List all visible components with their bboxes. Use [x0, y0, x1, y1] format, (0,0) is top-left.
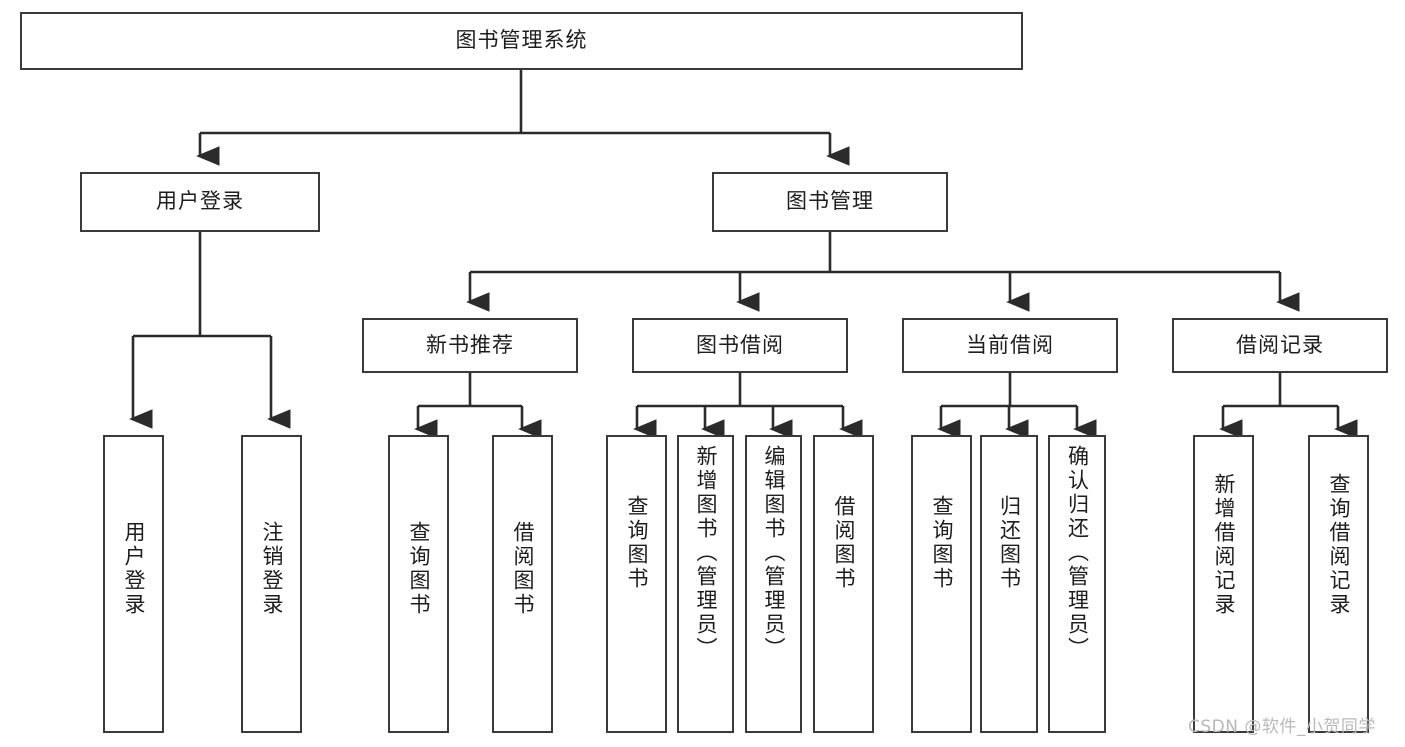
node-user-login[interactable]: 用户登录: [80, 172, 320, 232]
node-label: 查询图书: [930, 495, 954, 591]
node-label: 图书管理: [786, 189, 874, 214]
node-label: 确认归还（管理员）: [1065, 445, 1090, 661]
node-current-borrow[interactable]: 当前借阅: [902, 318, 1118, 373]
leaf-recommend-query-book[interactable]: 查询图书: [388, 435, 449, 733]
leaf-user-login-login[interactable]: 用户登录: [103, 435, 164, 733]
node-label: 新增借阅记录: [1212, 473, 1236, 617]
node-label: 查询图书: [407, 521, 431, 617]
leaf-record-query-record[interactable]: 查询借阅记录: [1308, 435, 1369, 733]
leaf-current-confirm-return-admin[interactable]: 确认归还（管理员）: [1048, 435, 1106, 733]
node-label: 查询借阅记录: [1327, 473, 1351, 617]
leaf-user-login-logout[interactable]: 注销登录: [241, 435, 302, 733]
node-label: 图书管理系统: [455, 28, 588, 53]
node-book-borrow[interactable]: 图书借阅: [632, 318, 848, 373]
node-borrow-record[interactable]: 借阅记录: [1172, 318, 1388, 373]
leaf-borrow-query-book[interactable]: 查询图书: [606, 435, 667, 733]
node-label: 注销登录: [260, 521, 284, 617]
node-root-system[interactable]: 图书管理系统: [20, 12, 1023, 70]
node-label: 图书借阅: [696, 332, 784, 357]
leaf-recommend-borrow-book[interactable]: 借阅图书: [492, 435, 553, 733]
node-label: 用户登录: [122, 521, 146, 617]
node-new-book-recommend[interactable]: 新书推荐: [362, 318, 578, 373]
node-label: 编辑图书（管理员）: [762, 445, 786, 661]
node-label: 归还图书: [997, 495, 1022, 591]
node-label: 查询图书: [625, 495, 649, 591]
leaf-current-return-book[interactable]: 归还图书: [980, 435, 1038, 733]
node-label: 当前借阅: [966, 332, 1054, 357]
node-label: 借阅图书: [511, 521, 535, 617]
node-label: 借阅图书: [832, 495, 856, 591]
leaf-borrow-add-book-admin[interactable]: 新增图书（管理员）: [677, 435, 734, 733]
leaf-record-add-record[interactable]: 新增借阅记录: [1193, 435, 1254, 733]
leaf-borrow-edit-book-admin[interactable]: 编辑图书（管理员）: [745, 435, 802, 733]
node-book-management[interactable]: 图书管理: [712, 172, 948, 232]
csdn-watermark: CSDN @软件_小贺同学: [1188, 717, 1376, 737]
node-label: 借阅记录: [1236, 332, 1324, 357]
node-label: 用户登录: [156, 189, 244, 214]
node-label: 新增图书（管理员）: [694, 445, 718, 661]
node-label: 新书推荐: [426, 332, 514, 357]
leaf-borrow-borrow-book[interactable]: 借阅图书: [813, 435, 874, 733]
leaf-current-query-book[interactable]: 查询图书: [911, 435, 972, 733]
